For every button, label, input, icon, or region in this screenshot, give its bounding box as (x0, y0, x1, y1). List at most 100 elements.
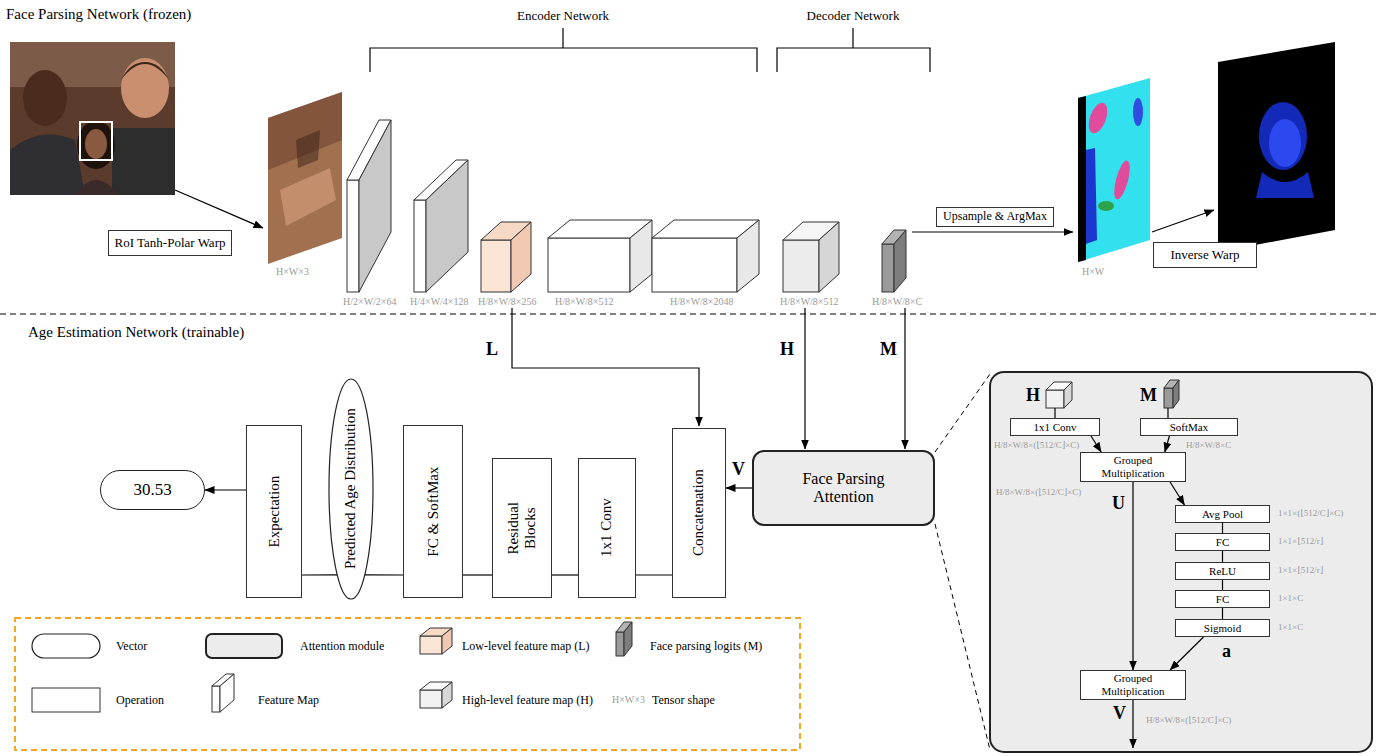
section-title: Age Estimation Network (trainable) (28, 324, 244, 341)
parsing-region (1098, 201, 1114, 211)
node-text: Expectation (265, 433, 282, 590)
vector-box: 30.53 (100, 470, 205, 510)
legend-sample (32, 634, 100, 658)
feature-name: L (486, 340, 498, 360)
output-mask (1218, 42, 1335, 252)
cube-front (212, 686, 220, 712)
cube-side (359, 120, 391, 292)
operation-box: Inverse Warp (1153, 242, 1257, 268)
node-text: 1x1 Conv (1033, 421, 1076, 434)
connector (1222, 551, 1223, 562)
legend-text: Operation (116, 694, 164, 707)
warped-detail (296, 130, 320, 168)
person-body (10, 134, 85, 195)
tensor-shape: H/4×W/4×128 (410, 296, 469, 307)
legend-text: High-level feature map (H) (462, 694, 593, 707)
feature-feed (512, 308, 699, 426)
cube-front (548, 238, 630, 292)
feature-feed (904, 308, 905, 449)
node-text: ReLU (1209, 565, 1236, 578)
parsing-region (1111, 159, 1133, 201)
parsing-map (1078, 78, 1150, 262)
cube-side (624, 622, 632, 656)
connector (1222, 580, 1223, 590)
cube-front (481, 240, 511, 292)
cube-side (442, 682, 452, 708)
cube-side (1173, 380, 1179, 408)
node-text: RoI Tanh-Polar Warp (115, 236, 226, 251)
edge-label: a (1222, 642, 1231, 662)
tensor-shape: H/8×W/8×C (872, 296, 922, 307)
tensor-shape: 1×1×C (1278, 623, 1303, 633)
roi-box (80, 122, 112, 160)
tensor-shape: H/8×W/8×512 (555, 296, 614, 307)
operation-box: FC & SoftMax (403, 425, 463, 598)
bracket (777, 28, 930, 72)
operation-box: SoftMax (1140, 418, 1238, 436)
connector (552, 574, 578, 575)
node-text: Avg Pool (1202, 508, 1243, 521)
operation-box: 1x1 Conv (1010, 418, 1100, 436)
feature-name: M (1140, 386, 1157, 406)
node-text: FC (1216, 536, 1229, 549)
cube-side (894, 230, 906, 292)
bracket-label: Decoder Network (807, 9, 900, 23)
output-arrow (1132, 700, 1133, 748)
legend-text: Tensor shape (652, 694, 715, 707)
operation-box: Residual Blocks (492, 458, 552, 598)
connector (205, 489, 246, 490)
operation-box: Grouped Multiplication (1080, 452, 1186, 482)
feed-line (1167, 408, 1168, 418)
warped-shade (268, 92, 342, 170)
feature-maps (347, 120, 906, 292)
tensor-shape: H×W (1082, 266, 1104, 277)
tensor-shape: H×W×3 (276, 266, 309, 277)
cube-side (511, 222, 531, 292)
attention-module: Face Parsing Attention (752, 450, 935, 526)
oval-shape (329, 379, 373, 599)
connector (365, 574, 403, 575)
section-divider (0, 314, 1377, 315)
connector (302, 574, 337, 575)
person-head (121, 58, 169, 118)
warped-face (268, 92, 342, 264)
operation-box: Grouped Multiplication (1080, 670, 1186, 700)
warped-highlight (280, 168, 336, 226)
input-photo (10, 42, 175, 195)
cube-front (1046, 390, 1064, 408)
connector (463, 574, 492, 575)
cube-front (420, 636, 442, 654)
connector (1170, 482, 1184, 505)
flow-arrow (175, 190, 263, 228)
tensor-shape: 1×1×(⌊512/C⌋×C) (1278, 509, 1343, 519)
node-text: Upsample & ArgMax (943, 210, 1047, 224)
flow-arrow (912, 231, 1073, 232)
node-text: FC (1216, 593, 1229, 606)
parsing-region (1086, 148, 1097, 244)
cube-side (819, 222, 839, 292)
cube-front (882, 244, 894, 292)
connector (1165, 436, 1170, 452)
node-text: Grouped Multiplication (1093, 454, 1173, 479)
cube-front (783, 240, 819, 292)
legend-sample (206, 634, 282, 658)
feature-feed (804, 308, 805, 449)
feed-line (1054, 408, 1055, 418)
tensor-shape: H/8×W/8×512 (780, 296, 839, 307)
tensor-shape: 1×1×⌊512/r⌋ (1278, 566, 1323, 576)
parsing-image (1078, 78, 1150, 262)
connector (1091, 436, 1101, 452)
operation-box: FC (1175, 533, 1270, 551)
legend-sample (32, 688, 100, 712)
mask-image (1218, 42, 1335, 252)
feature-name: M (880, 340, 897, 360)
cube-front (347, 180, 359, 292)
person-hair (77, 121, 115, 169)
node-text: FC & SoftMax (424, 433, 441, 590)
cube-front (616, 632, 624, 656)
tensor-shape: 1×1×⌊512/r⌋ (1278, 537, 1323, 547)
mask-face (1269, 119, 1301, 167)
parsing-region (1078, 96, 1086, 262)
legend-frame (15, 618, 800, 750)
